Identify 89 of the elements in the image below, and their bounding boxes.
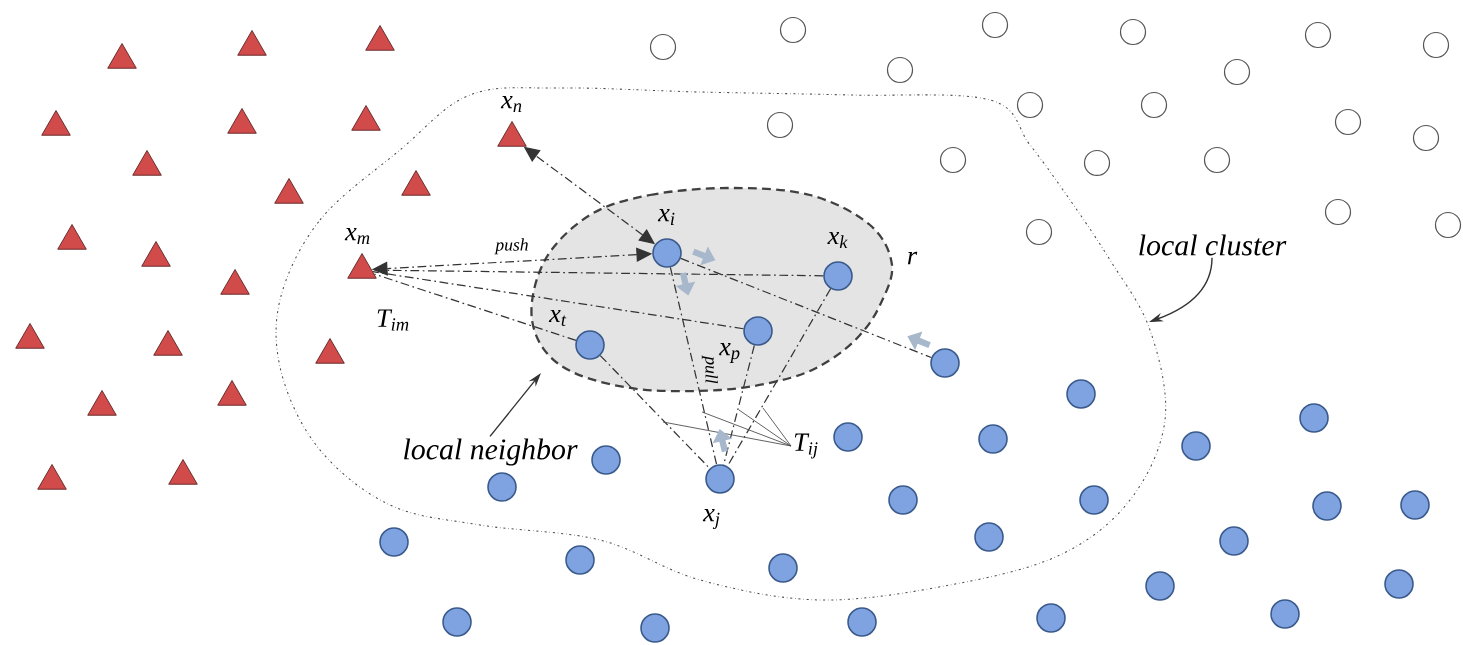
point-label: x$_{j}$ xyxy=(702,509,720,529)
triangle-marker xyxy=(37,464,67,490)
point-marker xyxy=(1140,91,1168,119)
point-marker xyxy=(1400,490,1430,520)
point-marker xyxy=(1312,491,1342,521)
point-label: x$_{p}$ xyxy=(718,343,740,363)
triangle-marker xyxy=(41,110,71,136)
point-marker xyxy=(1119,18,1147,46)
point-marker xyxy=(1066,379,1096,409)
point-marker xyxy=(1203,146,1231,174)
edge-label: push xyxy=(493,236,531,256)
triangle-marker xyxy=(168,459,198,485)
point-marker xyxy=(779,16,807,44)
point-label: x$_{i}$ xyxy=(657,209,675,225)
point-marker xyxy=(1384,569,1414,599)
leader-line xyxy=(701,411,792,447)
point-marker xyxy=(1083,149,1111,177)
annotation-text: local neighbor xyxy=(404,438,578,466)
triangle-marker xyxy=(274,178,304,204)
triangle-marker xyxy=(227,108,257,134)
point-marker xyxy=(847,607,877,637)
connector-line xyxy=(371,269,824,277)
point-marker xyxy=(930,348,960,378)
point-marker xyxy=(1079,485,1109,515)
point-marker xyxy=(974,522,1004,552)
math-label: r xyxy=(907,251,918,265)
point-marker xyxy=(1145,571,1175,601)
math-label: T$_{im}$ xyxy=(377,309,409,331)
point-marker xyxy=(1016,91,1044,119)
point-marker xyxy=(1025,218,1053,246)
connector-line xyxy=(599,355,711,469)
point-marker xyxy=(1412,124,1440,152)
connector-line xyxy=(723,344,755,466)
triangle-marker xyxy=(57,224,87,250)
point-label: x$_{n}$ xyxy=(500,96,522,112)
triangle-marker xyxy=(365,25,395,51)
annotation-text: local cluster xyxy=(1139,234,1287,256)
point-marker xyxy=(888,485,918,515)
triangle-marker xyxy=(217,380,247,406)
point-label: x$_{k}$ xyxy=(827,231,848,249)
point-marker xyxy=(833,422,863,452)
point-marker xyxy=(1036,603,1066,633)
connector-line xyxy=(372,271,744,330)
point-marker xyxy=(1219,526,1249,556)
point-marker xyxy=(1223,58,1251,86)
point-marker xyxy=(1270,599,1300,629)
connector-line xyxy=(669,266,718,466)
point-marker xyxy=(1434,211,1462,239)
point-marker xyxy=(1299,403,1329,433)
neighborhood-region xyxy=(530,186,894,393)
point-marker xyxy=(379,527,409,557)
point-marker xyxy=(442,607,472,637)
connector-line xyxy=(373,273,577,341)
point-marker xyxy=(766,111,794,139)
point-marker xyxy=(981,11,1009,39)
edge-label: pull xyxy=(700,354,720,386)
point-marker xyxy=(487,472,517,502)
point-marker xyxy=(640,613,670,643)
leader-line xyxy=(762,407,792,447)
point-marker xyxy=(978,424,1008,454)
point-marker xyxy=(565,545,595,575)
leader-line xyxy=(738,409,792,447)
point-marker xyxy=(886,56,914,84)
connector-line xyxy=(726,288,832,467)
triangle-marker xyxy=(107,43,137,69)
leader-line xyxy=(662,421,792,447)
triangle-marker xyxy=(237,30,267,56)
point-marker xyxy=(1181,431,1211,461)
annotation-text: T$_{ij}$ xyxy=(794,433,818,459)
point-label: x$_{t}$ xyxy=(548,309,567,327)
triangle-marker xyxy=(401,170,431,196)
triangle-marker xyxy=(141,241,171,267)
triangle-marker xyxy=(315,338,345,364)
triangle-marker xyxy=(87,390,117,416)
triangle-marker xyxy=(153,330,183,356)
triangle-marker xyxy=(15,323,45,349)
triangle-marker xyxy=(132,150,162,176)
point-marker xyxy=(591,445,621,475)
triangle-marker xyxy=(351,105,381,131)
point-marker xyxy=(1422,31,1450,59)
point-marker xyxy=(768,553,798,583)
point-marker xyxy=(1304,21,1332,49)
point-marker xyxy=(649,33,677,61)
triangle-marker xyxy=(220,269,250,295)
point-marker xyxy=(1334,108,1362,136)
connector-line xyxy=(680,257,932,359)
point-marker xyxy=(1324,198,1352,226)
point-marker xyxy=(939,146,967,174)
point-label: x$_{m}$ xyxy=(344,228,370,244)
